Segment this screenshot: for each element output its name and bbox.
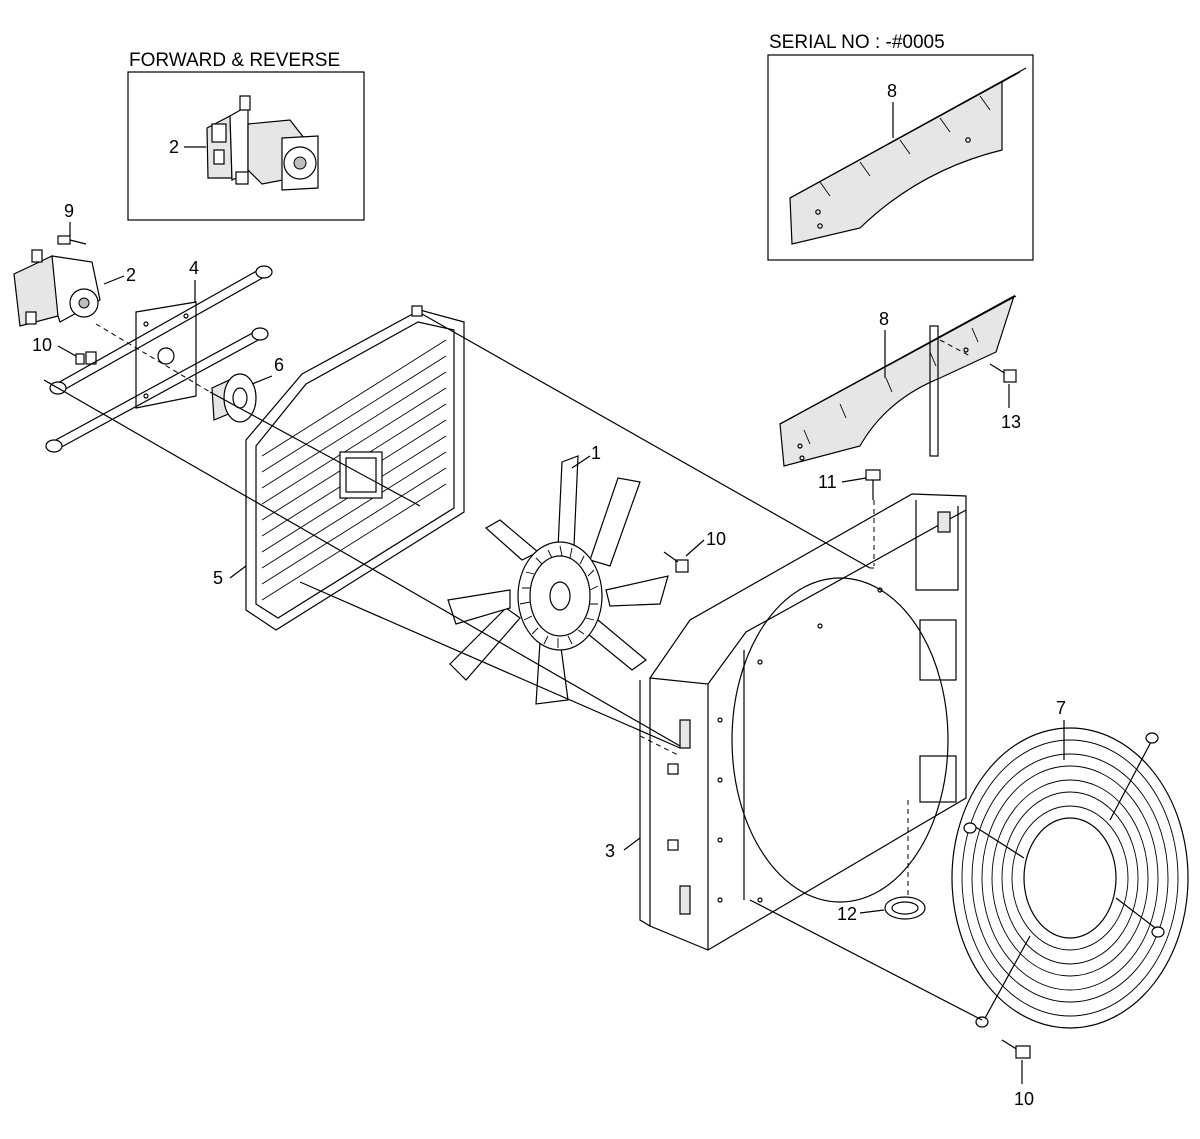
hub-adapter-icon [211,373,257,423]
inset-serial: SERIAL NO : -#0005 8 [767,32,1034,261]
bolt-icon [57,235,87,245]
bolt-icon [1001,1039,1031,1059]
callout-10-left: 10 [32,335,52,355]
grille-screen-icon [245,305,465,631]
fan-guard-icon [951,727,1189,1029]
callout-8: 8 [879,309,889,329]
hydraulic-pump-icon [13,249,101,327]
callout-10-bottom: 10 [1014,1089,1034,1109]
pump-motor-reversible-icon [206,95,319,191]
nut-icon [75,351,97,365]
bolt-icon [989,363,1017,383]
callout-2: 2 [126,265,136,285]
inset-forward-reverse: FORWARD & REVERSE 2 [127,50,365,221]
inset-forward-reverse-title: FORWARD & REVERSE [129,50,340,71]
callout-11: 11 [818,472,837,492]
inset-forward-reverse-frame [127,71,365,221]
callout-1: 1 [591,443,601,463]
callout-2-inset: 2 [169,137,179,157]
callout-3: 3 [605,841,615,861]
assembly-lines [43,313,983,1021]
cooling-fan-icon [447,455,669,705]
callout-8-inset: 8 [887,81,897,101]
callout-7: 7 [1056,698,1066,718]
callout-12: 12 [837,904,857,924]
callout-13: 13 [1001,412,1021,432]
callout-9: 9 [64,201,74,221]
fan-shroud-icon [639,493,967,951]
rubber-seal-icon [884,896,926,920]
shroud-plate-early-icon [789,67,1027,245]
callout-6: 6 [274,355,284,375]
callout-5: 5 [213,568,223,588]
inset-serial-frame [767,54,1034,261]
callout-4: 4 [189,258,199,278]
shroud-plate-icon [779,294,1017,467]
bolt-icon [663,551,689,573]
bolt-icon [865,469,881,500]
callout-10-center: 10 [706,529,726,549]
inset-serial-title: SERIAL NO : -#0005 [769,32,945,53]
